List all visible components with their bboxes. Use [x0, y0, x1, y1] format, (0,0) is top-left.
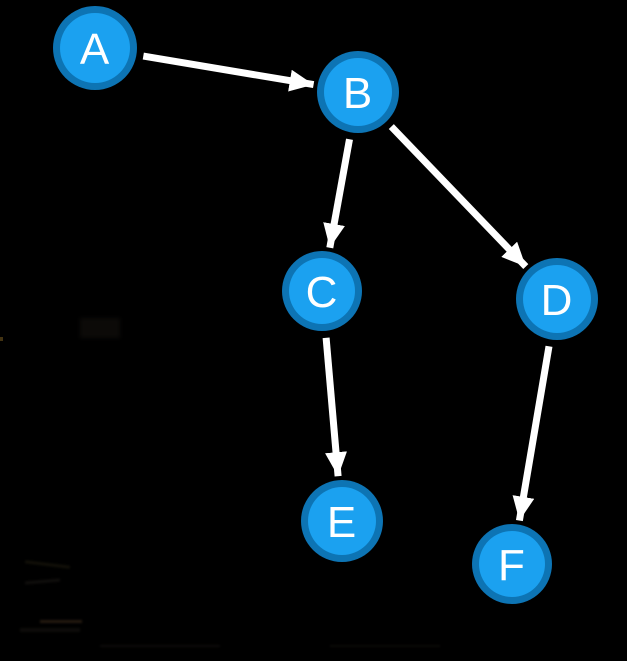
nodes-layer: A B C D E F — [53, 6, 598, 604]
graph-node-C[interactable]: C — [282, 251, 362, 331]
edge-B-C[interactable] — [323, 138, 353, 249]
edges-layer — [142, 52, 553, 522]
node-label-C: C — [306, 268, 339, 317]
graph-node-A[interactable]: A — [53, 6, 137, 90]
node-label-E: E — [327, 498, 357, 547]
node-body — [289, 258, 355, 324]
node-body — [60, 13, 130, 83]
node-body — [479, 531, 545, 597]
edge-C-E[interactable] — [322, 337, 347, 477]
edge-B-D[interactable] — [388, 124, 529, 270]
node-label-D: D — [541, 276, 574, 325]
edge-D-F[interactable] — [512, 345, 553, 522]
graph-node-F[interactable]: F — [472, 524, 552, 604]
edge-A-B[interactable] — [142, 52, 315, 92]
node-body — [324, 58, 392, 126]
node-label-F: F — [498, 541, 526, 590]
node-body — [308, 487, 376, 555]
graph-node-D[interactable]: D — [516, 258, 598, 340]
graph-node-B[interactable]: B — [317, 51, 399, 133]
node-label-B: B — [343, 69, 373, 118]
node-label-A: A — [80, 25, 110, 74]
node-body — [523, 265, 591, 333]
graph-node-E[interactable]: E — [301, 480, 383, 562]
